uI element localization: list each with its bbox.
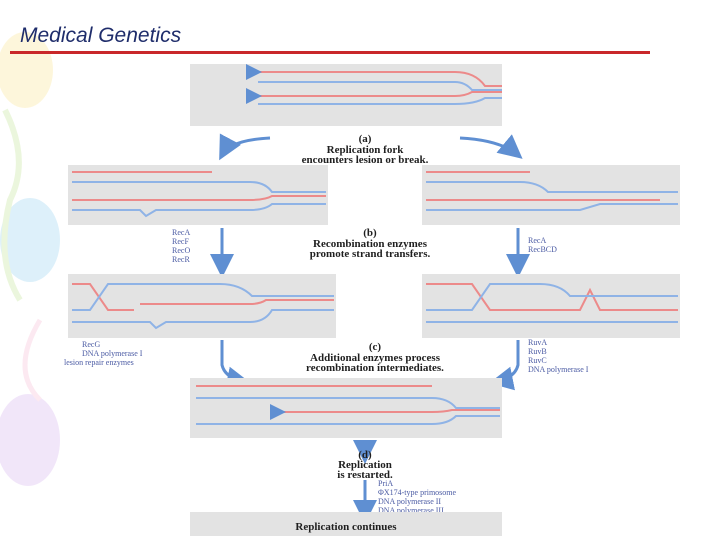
- enzyme-c-left-2: DNA polymerase I: [82, 349, 143, 358]
- enzyme-c-right-3: RuvC: [528, 356, 547, 365]
- replication-restart-diagram: (a) Replication fork encounters lesion o…: [64, 64, 680, 536]
- enzyme-b-left-3: RecO: [172, 246, 190, 255]
- arrow-c-left: [220, 340, 251, 391]
- ex-left-blue-1: [72, 283, 334, 311]
- strand-top-blue: [258, 81, 502, 91]
- ex-left-red-2: [140, 299, 334, 305]
- step-c-letter: (c): [369, 341, 382, 353]
- step-c-line1: Additional enzymes process: [310, 352, 441, 364]
- enzyme-b-right-1: RecA: [528, 236, 546, 245]
- arrow-c-right: [489, 340, 520, 391]
- left-blue-lower: [72, 203, 326, 218]
- ex-right-blue-1: [426, 283, 678, 311]
- step-b-letter: (b): [363, 227, 377, 239]
- ribbon-decoration: [1, 108, 23, 302]
- left-red-lower: [72, 195, 326, 201]
- panel-restored: [190, 378, 502, 438]
- enzyme-d-1: PriA: [378, 479, 393, 488]
- panel-final: [190, 512, 502, 536]
- enzyme-d-4: DNA polymerase III: [378, 506, 444, 515]
- step-a-letter: (a): [359, 133, 372, 145]
- slide-title: Medical Genetics: [20, 24, 182, 47]
- balloon-decoration-bottom: [0, 394, 60, 486]
- enzyme-c-right-2: RuvB: [528, 347, 547, 356]
- enzyme-b-left-1: RecA: [172, 228, 190, 237]
- panel-break-right: [422, 165, 680, 225]
- step-a-line1: Replication fork: [327, 144, 405, 156]
- restored-blue-bottom: [196, 415, 500, 425]
- ex-left-blue-2: [72, 309, 334, 330]
- step-d-line1: Replication: [338, 459, 392, 471]
- balloon-decoration-mid: [0, 198, 60, 282]
- strand-top-red: [246, 64, 502, 87]
- arrow-branch-right: [459, 134, 523, 159]
- ex-right-red-1: [426, 283, 678, 311]
- arrow-branch-left: [219, 133, 271, 161]
- enzyme-b-left-4: RecR: [172, 255, 190, 264]
- left-blue-upper: [72, 181, 326, 193]
- step-a-line2: encounters lesion or break.: [302, 154, 429, 166]
- restored-red-mid: [270, 404, 500, 420]
- step-b-line2: promote strand transfers.: [310, 248, 431, 260]
- enzyme-d-3: DNA polymerase II: [378, 497, 441, 506]
- step-d-letter: (d): [358, 449, 372, 461]
- strand-bottom-red: [246, 88, 502, 104]
- title-underline: [10, 51, 650, 54]
- enzyme-b-right-2: RecBCD: [528, 245, 557, 254]
- ribbon-decoration-2: [22, 318, 43, 402]
- step-d-line2: is restarted.: [337, 469, 393, 481]
- enzyme-c-right-4: DNA polymerase I: [528, 365, 589, 374]
- step-b-line1: Recombination enzymes: [313, 238, 428, 250]
- step-c-line2: recombination intermediates.: [306, 362, 444, 374]
- right-blue-upper: [426, 181, 678, 193]
- right-blue-lower: [426, 203, 678, 211]
- strand-bottom-blue: [258, 97, 502, 105]
- enzyme-c-left-1: RecG: [82, 340, 100, 349]
- enzyme-b-left-2: RecF: [172, 237, 189, 246]
- enzyme-c-right-1: RuvA: [528, 338, 547, 347]
- restored-blue-top: [196, 397, 500, 409]
- enzyme-d-2: ΦX174-type primosome: [378, 488, 457, 497]
- final-label: Replication continues: [295, 521, 397, 533]
- enzyme-c-left-3: lesion repair enzymes: [64, 358, 134, 367]
